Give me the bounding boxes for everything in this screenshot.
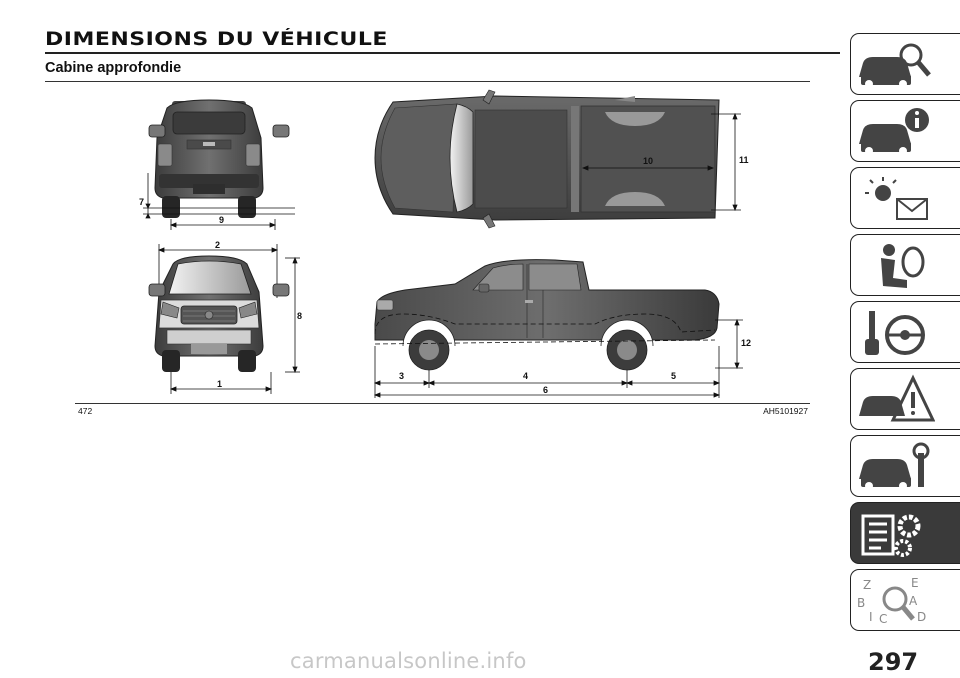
dimension-label-6: 6 [543,385,548,395]
section-subtitle: Cabine approfondie [45,60,182,76]
dimension-label-2: 2 [215,240,220,250]
tab-specs[interactable] [850,502,960,564]
svg-text:C: C [879,612,887,626]
svg-text:D: D [917,610,926,624]
figure-code: AH5101927 [763,406,808,416]
tab-key-steering[interactable] [850,301,960,363]
tab-index[interactable]: Z E B A I C D [850,569,960,631]
vehicle-dimensions-figure: 7 9 2 8 1 [139,89,751,398]
car-breakdown-warning-icon [859,374,935,422]
front-view-vehicle [148,255,290,372]
alphabetical-index-icon: Z E B A I C D [857,576,926,626]
tab-car-magnifier[interactable] [850,33,960,95]
dimension-label-11: 11 [739,155,749,165]
dimension-7 [143,173,295,219]
dimension-label-8: 8 [297,311,302,321]
car-wrench-icon [859,442,930,490]
svg-text:A: A [909,594,918,608]
watermark: carmanualsonline.info [290,649,527,673]
svg-text:E: E [911,576,919,590]
page-title: DIMENSIONS DU VÉHICULE [45,29,388,51]
specs-gears-icon [861,514,921,557]
tab-car-info[interactable] [850,100,960,162]
seat-airbag-icon [881,244,925,288]
dimension-label-10: 10 [643,156,653,166]
dimension-10 [581,165,715,171]
svg-text:B: B [857,596,865,610]
tab-warning-lights[interactable] [850,167,960,229]
rear-view-vehicle [148,99,290,218]
dimension-label-3: 3 [399,371,404,381]
dimension-9 [169,219,277,230]
top-view-vehicle [374,89,720,229]
dimension-label-7: 7 [139,197,144,207]
figure-divider [75,403,810,404]
chapter-tabs: Z E B A I C D [850,33,960,645]
tab-seat-airbag[interactable] [850,234,960,296]
tab-car-wrench[interactable] [850,435,960,497]
car-magnifier-icon [859,43,931,88]
dimension-8 [285,256,300,374]
dimension-1 [169,372,273,394]
dimension-6 [373,392,721,398]
subtitle-divider [45,81,810,82]
side-view-vehicle [374,259,720,371]
dimension-label-9: 9 [219,215,224,225]
title-divider [45,52,840,54]
dimension-3-4-5 [373,346,721,398]
svg-text:I: I [869,610,873,624]
dimension-label-5: 5 [671,371,676,381]
dimension-label-4: 4 [523,371,528,381]
car-info-icon [859,108,929,155]
page-number: 297 [868,648,919,676]
figure-page-ref: 472 [78,406,93,416]
warning-lights-message-icon [865,177,928,220]
dimension-label-12: 12 [741,338,751,348]
key-steering-wheel-icon [865,311,925,355]
tab-breakdown[interactable] [850,368,960,430]
dimension-12 [715,318,743,370]
dimension-label-1: 1 [217,379,222,389]
dimension-11 [711,112,741,212]
svg-text:Z: Z [863,578,871,592]
